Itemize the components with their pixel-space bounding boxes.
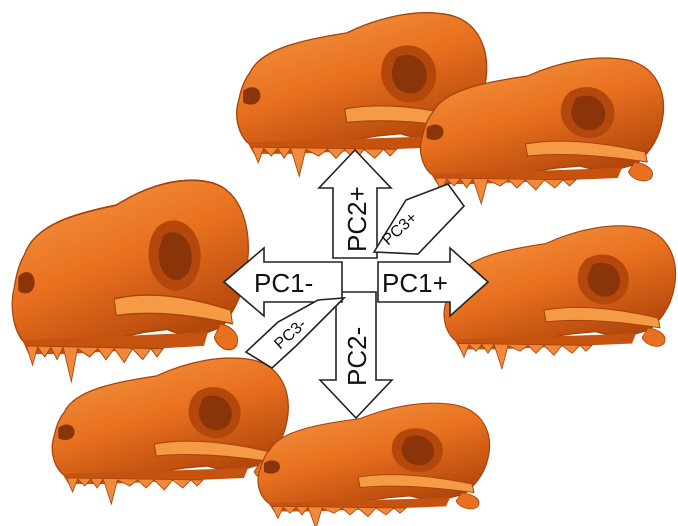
label-pc2-negative: PC2- [342,327,372,386]
skull-pc1-positive [444,226,675,369]
label-pc1-positive: PC1+ [382,268,448,298]
label-pc1-negative: PC1- [254,268,313,298]
skull-pc1-negative [12,180,248,382]
skull-pc3-negative [52,358,288,504]
skull-pc2-negative [258,403,489,526]
label-pc2-positive: PC2+ [342,186,372,252]
